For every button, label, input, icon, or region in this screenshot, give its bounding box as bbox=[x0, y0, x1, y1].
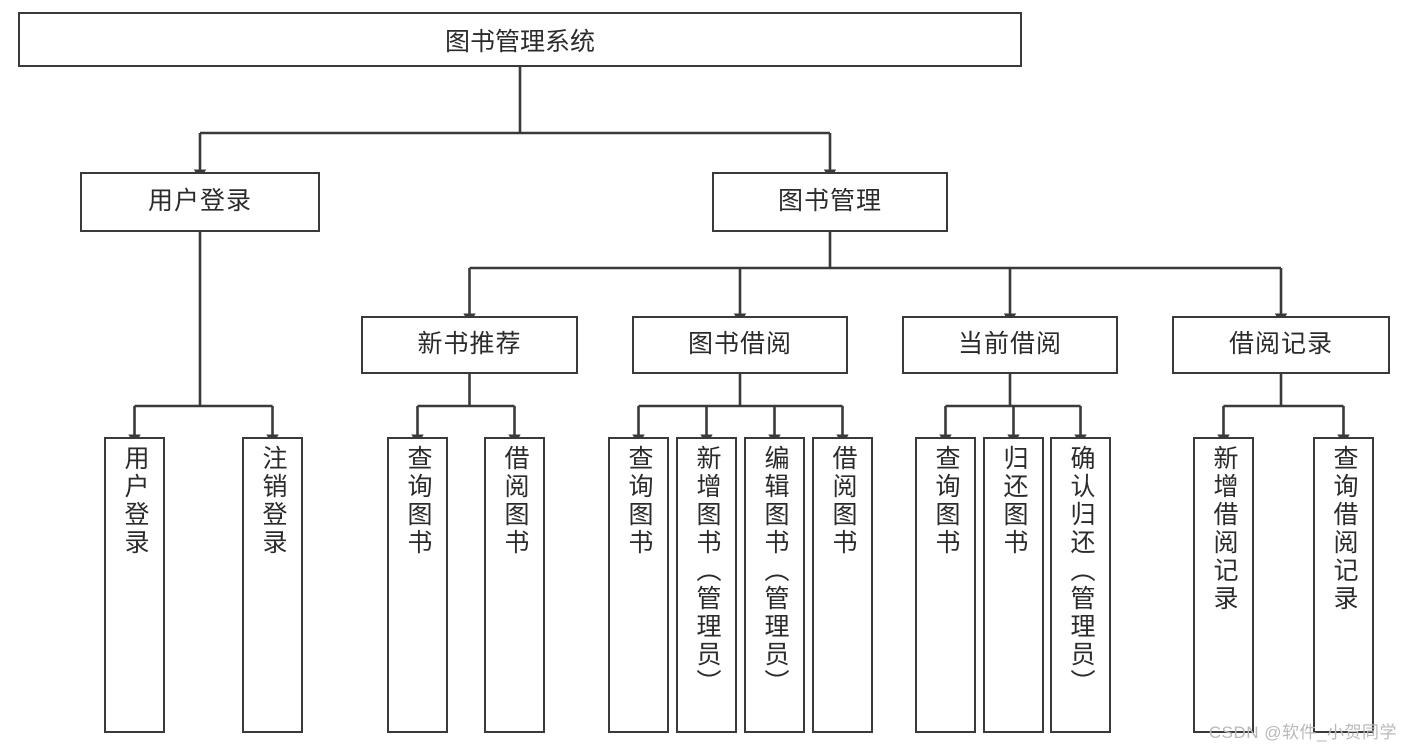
leaf-add-book-admin[interactable]: 新增图书（管理员） bbox=[676, 437, 737, 733]
node-book-management[interactable]: 图书管理 bbox=[712, 172, 948, 232]
node-label: 新书推荐 bbox=[417, 330, 522, 359]
leaf-add-borrow-record[interactable]: 新增借阅记录 bbox=[1193, 437, 1254, 733]
node-user-login[interactable]: 用户登录 bbox=[80, 172, 320, 232]
node-label: 编辑图书（管理员） bbox=[761, 445, 789, 697]
node-label: 借阅图书 bbox=[501, 445, 529, 557]
node-label: 借阅图书 bbox=[829, 445, 857, 557]
node-label: 新增图书（管理员） bbox=[693, 445, 721, 697]
node-label: 确认归还（管理员） bbox=[1067, 445, 1095, 697]
node-label: 查询借阅记录 bbox=[1330, 445, 1358, 613]
watermark: CSDN @软件_小贺同学 bbox=[1208, 723, 1397, 742]
leaf-borrow-book[interactable]: 借阅图书 bbox=[812, 437, 873, 733]
node-borrow-record[interactable]: 借阅记录 bbox=[1172, 316, 1390, 374]
leaf-query-borrow-record[interactable]: 查询借阅记录 bbox=[1313, 437, 1374, 733]
leaf-query-book-current[interactable]: 查询图书 bbox=[915, 437, 976, 733]
node-label: 当前借阅 bbox=[957, 330, 1062, 359]
node-label: 图书借阅 bbox=[687, 330, 792, 359]
node-label: 注销登录 bbox=[259, 445, 287, 557]
node-label: 用户登录 bbox=[121, 445, 149, 557]
leaf-query-book-recommend[interactable]: 查询图书 bbox=[387, 437, 448, 733]
node-label: 借阅记录 bbox=[1228, 330, 1333, 359]
leaf-return-book[interactable]: 归还图书 bbox=[983, 437, 1044, 733]
node-new-book-recommend[interactable]: 新书推荐 bbox=[361, 316, 578, 374]
leaf-query-book-borrow[interactable]: 查询图书 bbox=[608, 437, 669, 733]
node-label: 图书管理 bbox=[777, 187, 882, 216]
node-label: 归还图书 bbox=[1000, 445, 1028, 557]
node-book-borrow[interactable]: 图书借阅 bbox=[632, 316, 848, 374]
node-label: 查询图书 bbox=[932, 445, 960, 557]
leaf-confirm-return-admin[interactable]: 确认归还（管理员） bbox=[1050, 437, 1111, 733]
node-label: 查询图书 bbox=[625, 445, 653, 557]
leaf-borrow-book-recommend[interactable]: 借阅图书 bbox=[484, 437, 545, 733]
node-label: 用户登录 bbox=[147, 187, 252, 216]
leaf-user-login[interactable]: 用户登录 bbox=[104, 437, 165, 733]
node-root[interactable]: 图书管理系统 bbox=[18, 12, 1022, 67]
leaf-edit-book-admin[interactable]: 编辑图书（管理员） bbox=[744, 437, 805, 733]
leaf-logout[interactable]: 注销登录 bbox=[242, 437, 303, 733]
node-current-borrow[interactable]: 当前借阅 bbox=[902, 316, 1118, 374]
node-label: 图书管理系统 bbox=[444, 27, 595, 56]
node-label: 新增借阅记录 bbox=[1210, 445, 1238, 613]
node-label: 查询图书 bbox=[404, 445, 432, 557]
